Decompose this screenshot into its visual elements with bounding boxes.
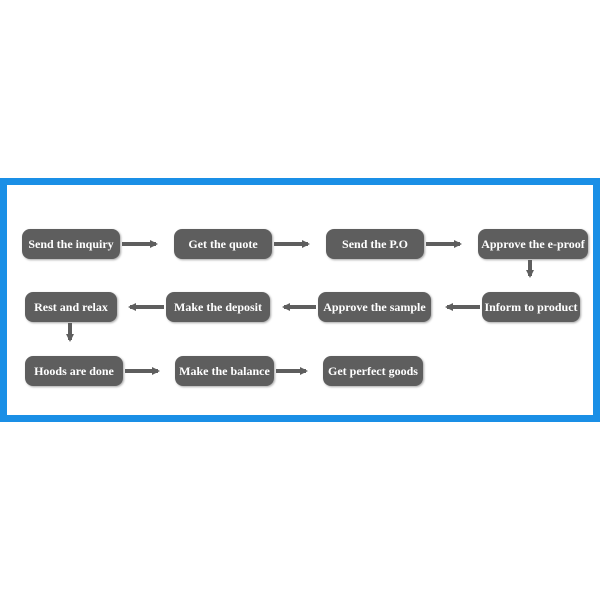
step-get-quote: Get the quote (174, 229, 272, 259)
step-approve-eproof: Approve the e-proof (478, 229, 588, 259)
step-send-inquiry: Send the inquiry (22, 229, 120, 259)
step-inform-product: Inform to product (482, 292, 580, 322)
step-get-goods: Get perfect goods (323, 356, 423, 386)
step-send-po: Send the P.O (326, 229, 424, 259)
step-make-balance: Make the balance (175, 356, 274, 386)
step-make-deposit: Make the deposit (166, 292, 270, 322)
step-approve-sample: Approve the sample (318, 292, 431, 322)
step-rest-relax: Rest and relax (25, 292, 117, 322)
step-hoods-done: Hoods are done (25, 356, 123, 386)
